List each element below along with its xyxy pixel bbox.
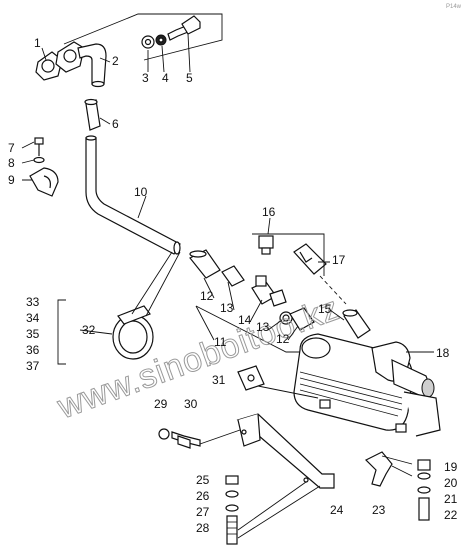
group-bracket-top [63, 13, 223, 61]
bolt-part-22 [418, 497, 430, 521]
clamp-bolt-part-7 [34, 137, 44, 156]
callout-37: 37 [26, 359, 40, 373]
tee-part-14 [251, 275, 287, 307]
callout-1: 1 [34, 36, 41, 50]
clamp-part-23 [364, 451, 393, 487]
callout-19: 19 [444, 460, 458, 474]
sleeve-part-6 [84, 98, 101, 131]
callout-24: 24 [330, 503, 344, 517]
callout-leaders [21, 33, 434, 353]
corner-mark: P14w [446, 4, 462, 10]
callout-23: 23 [372, 503, 386, 517]
bracket-33-37 [57, 299, 66, 365]
callout-5: 5 [186, 71, 193, 85]
callout-14: 14 [238, 313, 252, 327]
callout-25: 25 [196, 473, 210, 487]
clamp-guide-lines [131, 251, 181, 317]
leader-19-23 [381, 455, 413, 477]
bracket-part-24 [236, 413, 335, 489]
muffler-part-18 [293, 333, 441, 437]
flow-arrow [319, 275, 347, 305]
callout-7: 7 [8, 141, 15, 155]
callout-15: 15 [318, 302, 332, 316]
callout-13a: 13 [220, 301, 234, 315]
callout-26: 26 [196, 489, 210, 503]
exhaust-pipe-part-10 [85, 135, 181, 255]
washer-part-20 [417, 472, 431, 480]
clamp-part-9 [29, 167, 59, 197]
callout-27: 27 [196, 505, 210, 519]
callout-22: 22 [444, 508, 458, 522]
callout-4: 4 [162, 71, 169, 85]
callout-16: 16 [262, 205, 276, 219]
callout-6: 6 [112, 117, 119, 131]
callout-31: 31 [212, 373, 226, 387]
washer-part-21 [417, 486, 431, 494]
leader-31-muffler [257, 385, 319, 399]
callout-13b: 13 [256, 320, 270, 334]
callout-28: 28 [196, 521, 210, 535]
washer-part-3 [141, 35, 155, 49]
callout-29: 29 [154, 397, 168, 411]
nipple-part-13a [221, 265, 245, 287]
callout-3: 3 [142, 71, 149, 85]
elbow-flange-part-2 [55, 41, 107, 88]
callout-35: 35 [26, 327, 40, 341]
callout-34: 34 [26, 311, 40, 325]
clamp-part-31 [237, 365, 265, 391]
o-ring-part-13b [279, 311, 293, 325]
callout-36: 36 [26, 343, 40, 357]
connector-part-12a [189, 249, 221, 279]
callout-20: 20 [444, 476, 458, 490]
bolt-part-5 [167, 15, 201, 41]
sleeve-part-15 [342, 309, 371, 339]
callout-8: 8 [8, 156, 15, 170]
callout-32: 32 [82, 323, 96, 337]
callout-12a: 12 [200, 289, 214, 303]
elbow-part-17 [293, 243, 327, 275]
callout-2: 2 [112, 54, 119, 68]
callout-21: 21 [444, 492, 458, 506]
connector-part-12b [289, 307, 315, 331]
leader-28-bracket [237, 481, 321, 539]
gasket-part-1 [35, 51, 63, 81]
callout-18: 18 [436, 346, 450, 360]
callout-9: 9 [8, 173, 15, 187]
lock-washer-part-4 [155, 34, 167, 46]
washer-part-29 [158, 428, 170, 440]
washer-part-8 [33, 156, 45, 164]
nut-part-25 [225, 475, 239, 485]
plug-part-16 [258, 235, 274, 255]
pipe-clamp-part-32 [112, 305, 154, 360]
washer-part-26 [225, 490, 239, 498]
callout-17: 17 [332, 253, 346, 267]
washer-part-27 [225, 504, 239, 512]
callout-33: 33 [26, 295, 40, 309]
bolt-part-28 [226, 515, 238, 545]
callout-30: 30 [184, 397, 198, 411]
callout-11: 11 [214, 335, 227, 349]
leader-30-bracket [199, 429, 241, 445]
nut-part-19 [417, 459, 431, 471]
bolt-part-30 [171, 431, 201, 449]
callout-10: 10 [134, 185, 148, 199]
callout-12b: 12 [276, 332, 290, 346]
